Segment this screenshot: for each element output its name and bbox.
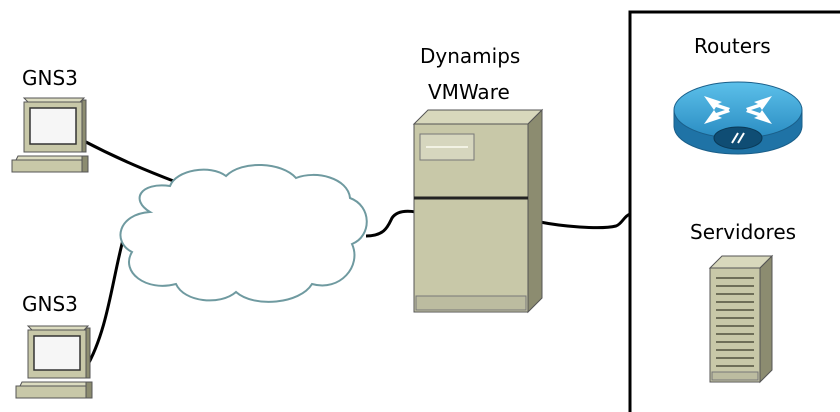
server-tower-icon <box>412 108 544 314</box>
cloud-icon <box>119 164 368 303</box>
desktop-computer-icon <box>11 97 89 173</box>
routers-label: Routers <box>694 34 771 58</box>
servers-label: Servidores <box>690 220 797 244</box>
router-icon <box>673 81 803 155</box>
link-server-network <box>539 212 631 230</box>
link-client-top-cloud <box>81 138 177 184</box>
connections <box>81 138 631 369</box>
client-bottom-label: GNS3 <box>22 292 78 316</box>
server-host-label-line2: VMWare <box>428 80 510 104</box>
network-area-border <box>628 10 840 412</box>
server-rack-icon <box>708 254 774 384</box>
link-cloud-server <box>365 209 417 238</box>
client-top-label: GNS3 <box>22 66 78 90</box>
server-host-label-line1: Dynamips <box>420 44 521 68</box>
link-client-bottom-cloud <box>84 235 126 369</box>
desktop-computer-icon <box>15 325 93 399</box>
